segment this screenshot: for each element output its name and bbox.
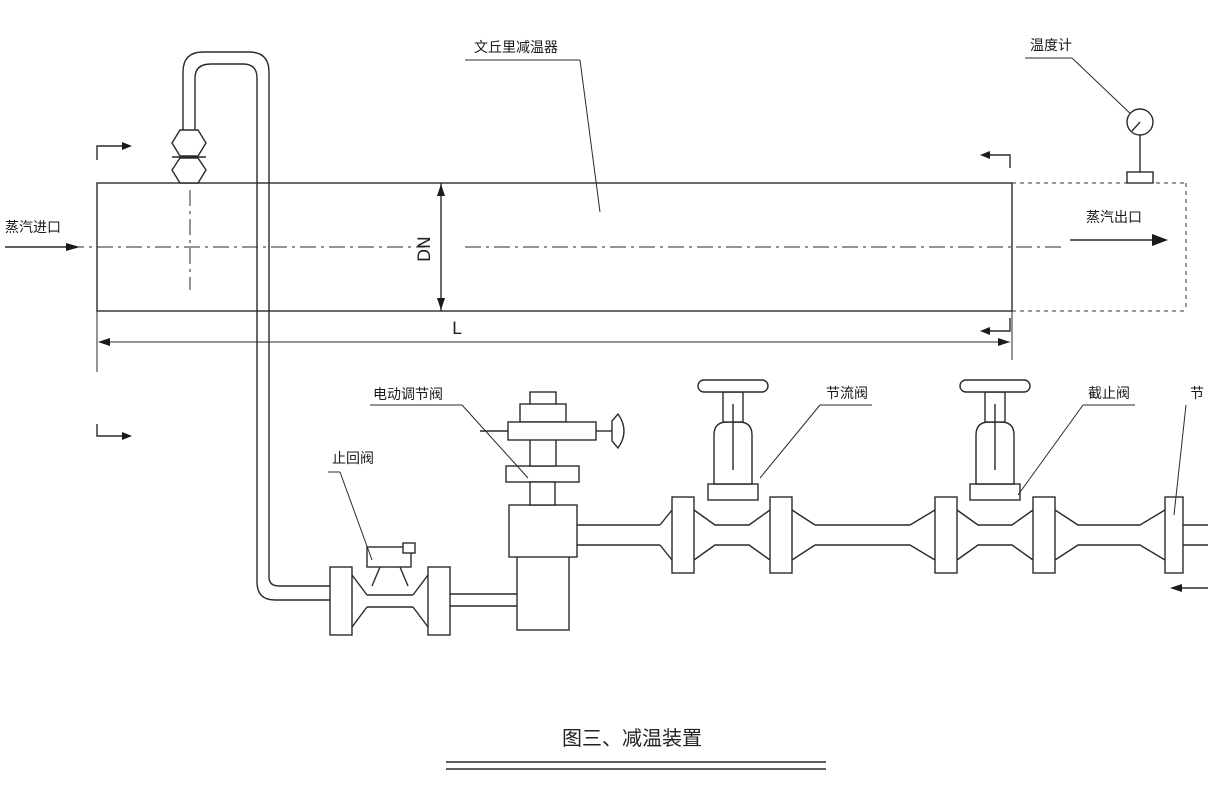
caption-underline — [446, 761, 826, 770]
section-marker-bottom-right — [980, 318, 1011, 335]
electric-valve-leader — [370, 404, 529, 479]
connecting-pipe — [815, 524, 910, 546]
venturi-nozzle-lower — [171, 157, 207, 184]
throttle-valve-label: 节流阀 — [826, 386, 868, 402]
stop-valve-label: 截止阀 — [1088, 386, 1130, 402]
right-edge-leader — [1173, 404, 1187, 516]
check-valve-leader — [328, 471, 373, 561]
venturi-leader — [465, 59, 601, 213]
throttle-valve-leader — [759, 404, 872, 479]
dn-dimension — [437, 184, 445, 310]
check-valve — [329, 542, 518, 636]
thermometer-label: 温度计 — [1030, 38, 1072, 54]
venturi-nozzle-upper — [171, 129, 207, 157]
outlet-dashed-section — [1012, 182, 1187, 312]
venturi-label: 文丘里减温器 — [474, 40, 558, 56]
electric-valve-label: 电动调节阀 — [373, 387, 443, 403]
length-label: L — [452, 319, 462, 339]
electric-control-valve — [480, 391, 660, 631]
check-valve-label: 止回阀 — [332, 451, 374, 467]
section-marker-bottom-left — [96, 424, 132, 440]
section-marker-top-right — [980, 151, 1011, 168]
figure-caption: 图三、减温装置 — [562, 726, 702, 750]
section-marker-top-left — [96, 142, 132, 160]
main-pipe — [10, 182, 1062, 312]
stop-valve — [909, 379, 1208, 574]
stop-valve-leader — [1017, 404, 1135, 496]
steam-inlet-label: 蒸汽进口 — [5, 220, 61, 236]
throttle-valve — [659, 379, 816, 574]
steam-outlet-label: 蒸汽出口 — [1086, 210, 1142, 226]
dn-label: DN — [415, 236, 435, 262]
steam-outlet-arrow — [1070, 234, 1168, 246]
thermometer-icon — [1126, 108, 1154, 184]
steam-inlet-arrow — [5, 243, 80, 251]
length-dimension — [96, 311, 1013, 372]
right-edge-label: 节 — [1190, 386, 1204, 402]
water-injection-pipe — [171, 51, 333, 601]
thermometer-leader — [1025, 57, 1136, 119]
return-arrow — [1170, 584, 1208, 592]
